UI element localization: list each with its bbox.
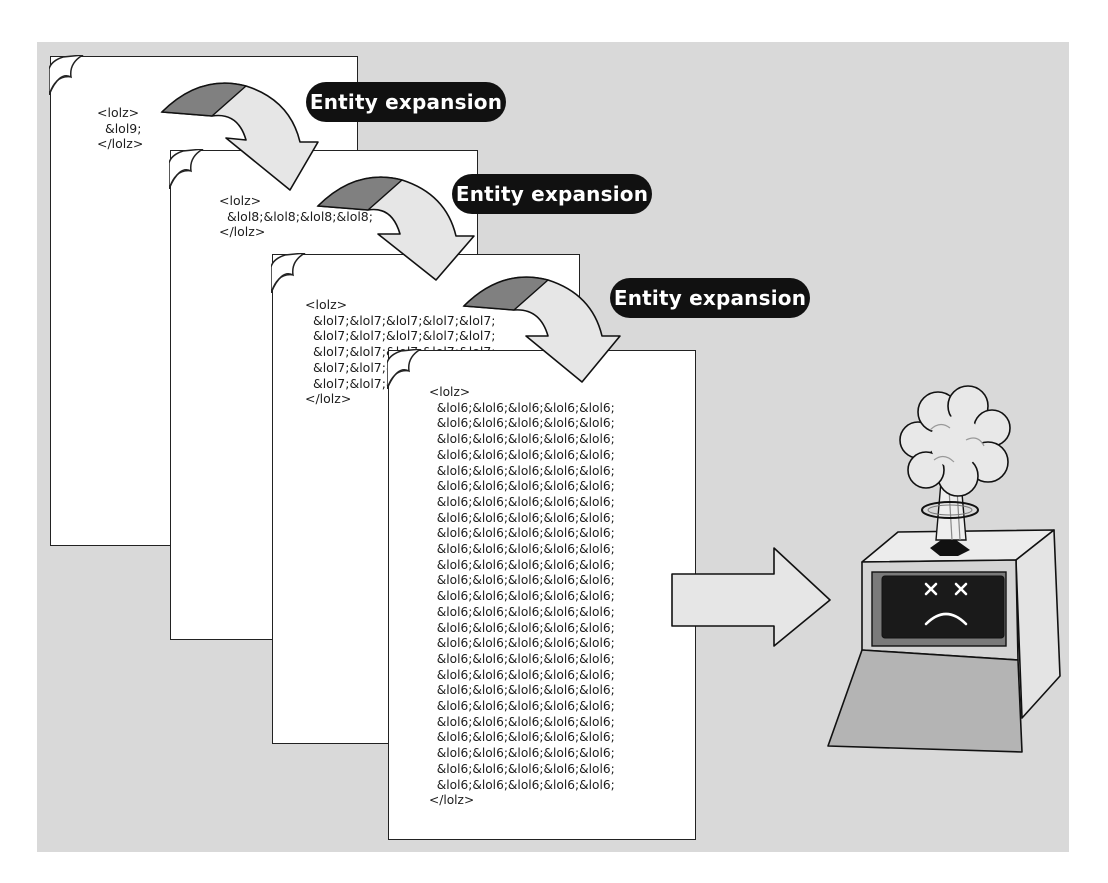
entity-line: &lol6;&lol6;&lol6;&lol6;&lol6; <box>436 447 615 462</box>
entity-line: &lol6;&lol6;&lol6;&lol6;&lol6; <box>436 416 615 431</box>
entity-line: &lol6;&lol6;&lol6;&lol6;&lol6; <box>436 714 615 729</box>
entity-lines: &lol6;&lol6;&lol6;&lol6;&lol6; &lol6;&lo… <box>429 401 615 792</box>
entity-line: &lol6;&lol6;&lol6;&lol6;&lol6; <box>436 667 615 682</box>
entity-reference <box>97 121 105 136</box>
entity-line: &lol7;&lol7;&lol7;&lol7;&lol7; <box>312 312 496 328</box>
xml-document-4: <lolz> &lol6;&lol6;&lol6;&lol6;&lol6; &l… <box>387 349 696 840</box>
close-tag: </lolz> <box>219 224 266 240</box>
entity-line: &lol6;&lol6;&lol6;&lol6;&lol6; <box>436 510 615 525</box>
page-curl-icon <box>271 253 306 293</box>
close-tag: </lolz> <box>97 136 144 152</box>
entity-line: &lol6;&lol6;&lol6;&lol6;&lol6; <box>436 542 615 557</box>
entity-line: &lol6;&lol6;&lol6;&lol6;&lol6; <box>436 777 615 792</box>
entity-expansion-label-3: Entity expansion <box>610 278 810 318</box>
entity-line: &lol6;&lol6;&lol6;&lol6;&lol6; <box>436 683 615 698</box>
open-tag: <lolz> <box>97 105 140 120</box>
entity-line: &lol6;&lol6;&lol6;&lol6;&lol6; <box>436 432 615 447</box>
page-curl-icon <box>49 55 84 95</box>
entity-line: &lol6;&lol6;&lol6;&lol6;&lol6; <box>436 589 615 604</box>
entity-line: &lol6;&lol6;&lol6;&lol6;&lol6; <box>436 636 615 651</box>
entity-line: &lol6;&lol6;&lol6;&lol6;&lol6; <box>436 400 615 415</box>
indent <box>219 209 227 224</box>
entity-expansion-label-1: Entity expansion <box>306 82 506 122</box>
entity-line: &lol7;&lol7;&lol7;&lol7;&lol7; <box>312 328 496 344</box>
open-tag: <lolz> <box>305 297 348 312</box>
entity-line: &lol6;&lol6;&lol6;&lol6;&lol6; <box>436 746 615 761</box>
entity-line: &lol6;&lol6;&lol6;&lol6;&lol6; <box>436 494 615 509</box>
entity-line: &lol6;&lol6;&lol6;&lol6;&lol6; <box>436 573 615 588</box>
entity-line: &lol6;&lol6;&lol6;&lol6;&lol6; <box>436 651 615 666</box>
entity-line: &lol6;&lol6;&lol6;&lol6;&lol6; <box>436 557 615 572</box>
entity-line: &lol6;&lol6;&lol6;&lol6;&lol6; <box>436 620 615 635</box>
entity-line: &lol6;&lol6;&lol6;&lol6;&lol6; <box>436 604 615 619</box>
entity-line: &lol6;&lol6;&lol6;&lol6;&lol6; <box>436 463 615 478</box>
close-tag: </lolz> <box>429 793 475 808</box>
entity-line: &lol6;&lol6;&lol6;&lol6;&lol6; <box>436 479 615 494</box>
entity-line: &lol9; <box>104 120 142 136</box>
entity-line: &lol6;&lol6;&lol6;&lol6;&lol6; <box>436 730 615 745</box>
page-curl-icon <box>169 149 204 189</box>
open-tag: <lolz> <box>429 385 471 399</box>
open-tag: <lolz> <box>219 193 262 208</box>
page-curl-icon <box>387 349 422 389</box>
entity-expansion-label-2: Entity expansion <box>452 174 652 214</box>
document-2-code: <lolz> &lol8;&lol8;&lol8;&lol8; </lolz> <box>219 193 373 240</box>
document-1-code: <lolz> &lol9; </lolz> <box>97 105 143 152</box>
close-tag: </lolz> <box>305 391 352 407</box>
entity-line: &lol6;&lol6;&lol6;&lol6;&lol6; <box>436 526 615 541</box>
document-4-code: <lolz> &lol6;&lol6;&lol6;&lol6;&lol6; &l… <box>429 385 615 809</box>
entity-line: &lol6;&lol6;&lol6;&lol6;&lol6; <box>436 761 615 776</box>
entity-line: &lol6;&lol6;&lol6;&lol6;&lol6; <box>436 699 615 714</box>
entity-line: &lol8;&lol8;&lol8;&lol8; <box>226 208 373 224</box>
